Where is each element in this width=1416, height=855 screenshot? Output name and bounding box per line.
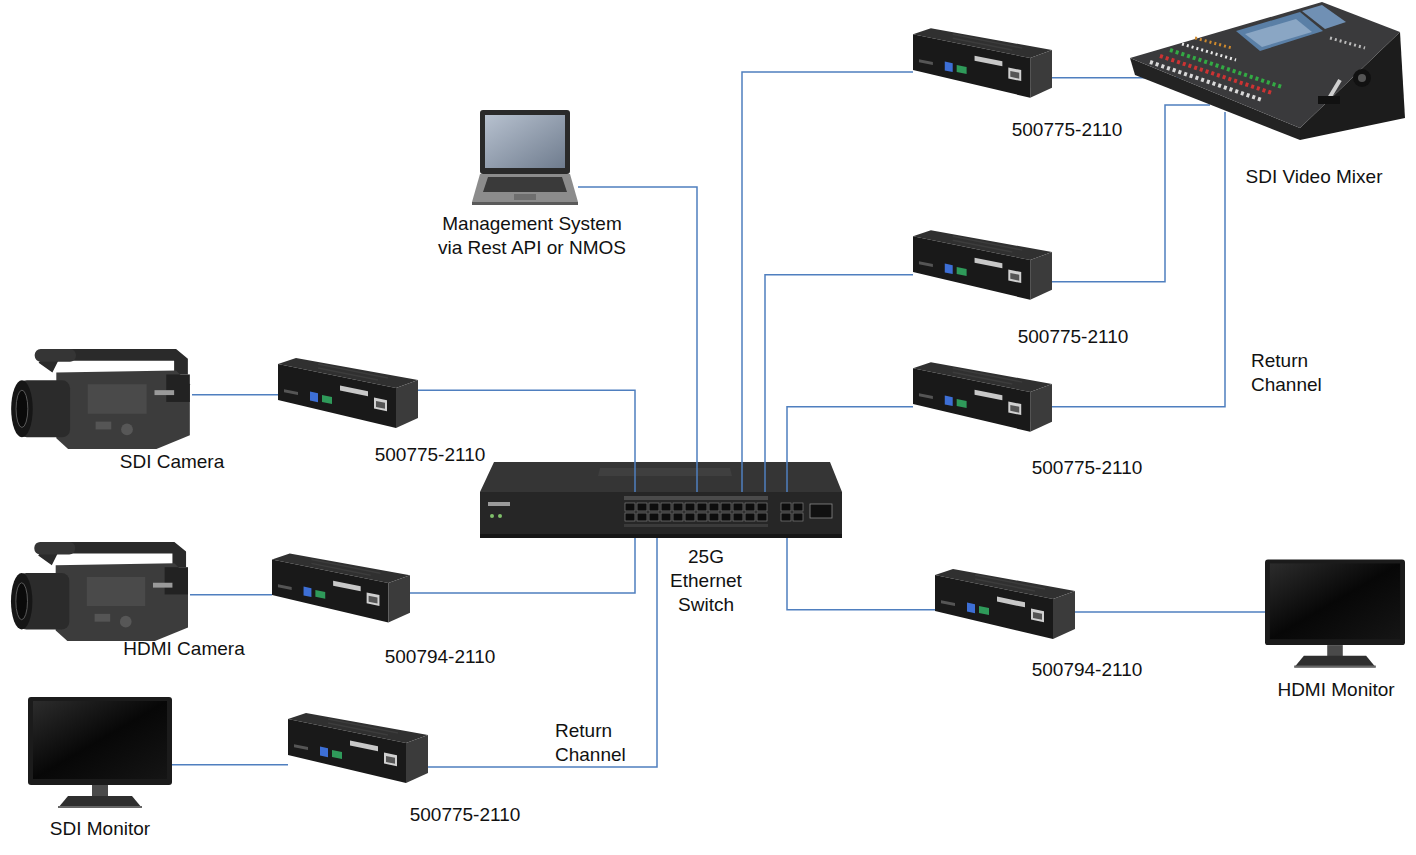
device-label: 500775-2110 bbox=[967, 456, 1207, 480]
device-label: 500794-2110 bbox=[320, 645, 560, 669]
camera-illustration bbox=[11, 542, 188, 641]
edge-label: Return Channel bbox=[555, 719, 635, 767]
mixer-knobs bbox=[1330, 38, 1365, 48]
device-node: 500794-2110 bbox=[935, 568, 1075, 640]
connector-line bbox=[787, 538, 935, 610]
device-label: 500775-2110 bbox=[947, 118, 1187, 142]
device-node: 500775-2110 bbox=[913, 230, 1052, 300]
connector-line bbox=[1052, 112, 1225, 407]
device-label: HDMI Monitor bbox=[1216, 678, 1416, 702]
device-node: 500794-2110 bbox=[272, 553, 410, 623]
device-node: 25G Ethernet Switch bbox=[480, 492, 842, 538]
device-label: SDI Video Mixer bbox=[1194, 165, 1416, 189]
laptop-illustration bbox=[472, 110, 578, 205]
camera-illustration bbox=[11, 349, 190, 449]
connector-line bbox=[410, 538, 635, 593]
connector-line bbox=[190, 594, 272, 596]
connector-line bbox=[192, 394, 278, 396]
mixer-buttons bbox=[1182, 44, 1236, 60]
laptop-base bbox=[472, 174, 578, 202]
device-label: SDI Camera bbox=[52, 450, 292, 474]
mixer-joystick bbox=[1353, 69, 1371, 87]
mixer-buttons bbox=[1195, 38, 1232, 48]
device-node: 500775-2110 bbox=[913, 362, 1052, 432]
device-node: 500775-2110 bbox=[913, 28, 1052, 98]
mixer-tbar-base bbox=[1318, 96, 1340, 104]
switch-front bbox=[480, 492, 842, 538]
mixer-screen bbox=[1236, 12, 1323, 51]
device-node: 500775-2110 bbox=[278, 358, 418, 428]
switch-logo bbox=[488, 502, 510, 506]
device-node: 500775-2110 bbox=[288, 713, 428, 783]
connector-line bbox=[765, 275, 913, 492]
converter-illustration bbox=[935, 569, 1075, 639]
device-node: HDMI Camera bbox=[8, 538, 190, 645]
converter-illustration bbox=[288, 713, 428, 783]
switch-illustration bbox=[480, 462, 842, 538]
switch-top bbox=[480, 462, 842, 492]
device-node: SDI Camera bbox=[8, 345, 192, 453]
converter-illustration bbox=[913, 362, 1052, 432]
device-label: SDI Monitor bbox=[0, 817, 200, 841]
laptop-edge bbox=[472, 202, 578, 205]
mixer-side bbox=[1300, 32, 1405, 140]
laptop-keyboard bbox=[483, 177, 567, 192]
converter-illustration bbox=[913, 230, 1052, 300]
device-label: 25G Ethernet Switch bbox=[664, 545, 748, 617]
connector-line bbox=[1075, 611, 1265, 613]
mixer-top bbox=[1130, 2, 1400, 128]
converter-illustration bbox=[272, 554, 410, 623]
mixer-front bbox=[1130, 58, 1300, 140]
switch-bottom bbox=[480, 534, 842, 538]
device-node: HDMI Monitor bbox=[1265, 557, 1405, 670]
device-node: SDI Monitor bbox=[28, 697, 172, 808]
mixer-buttons bbox=[1160, 56, 1272, 93]
switch-uplink-ports bbox=[780, 502, 804, 522]
mixer-screen-image bbox=[1245, 19, 1312, 47]
mixer-buttons bbox=[1150, 62, 1262, 100]
switch-top-label bbox=[598, 468, 732, 476]
connector-line bbox=[418, 390, 635, 492]
converter-illustration bbox=[913, 28, 1052, 98]
switch-port-strip bbox=[624, 524, 768, 527]
video-mixer-illustration bbox=[1130, 2, 1405, 140]
laptop-screen bbox=[485, 115, 565, 168]
converter-illustration bbox=[278, 358, 418, 428]
device-node: SDI Video Mixer bbox=[1210, 0, 1405, 112]
edge-label: Return Channel bbox=[1251, 349, 1331, 397]
device-label: 500775-2110 bbox=[310, 443, 550, 467]
connector-line bbox=[742, 72, 913, 492]
mixer-screen bbox=[1302, 5, 1346, 29]
mixer-joystick-top bbox=[1358, 74, 1366, 82]
connector-line bbox=[1052, 77, 1210, 79]
mixer-tbar bbox=[1328, 80, 1340, 100]
monitor-illustration bbox=[1265, 560, 1405, 668]
monitor-illustration bbox=[28, 697, 172, 808]
device-label: 500775-2110 bbox=[345, 803, 585, 827]
laptop-touchpad bbox=[514, 194, 536, 200]
connector-line bbox=[172, 764, 288, 766]
device-label: HDMI Camera bbox=[64, 637, 304, 661]
device-label: 500794-2110 bbox=[967, 658, 1207, 682]
mixer-buttons bbox=[1170, 50, 1282, 87]
switch-led bbox=[498, 514, 502, 518]
device-label: Management System via Rest API or NMOS bbox=[429, 212, 635, 260]
switch-ports bbox=[624, 502, 768, 522]
connector-line bbox=[787, 407, 913, 492]
device-label: 500775-2110 bbox=[953, 325, 1193, 349]
switch-sfp-slot bbox=[810, 504, 832, 518]
device-node: Management System via Rest API or NMOS bbox=[472, 110, 578, 205]
switch-port-strip bbox=[624, 496, 768, 500]
laptop-lid bbox=[480, 110, 570, 174]
switch-led bbox=[490, 514, 494, 518]
